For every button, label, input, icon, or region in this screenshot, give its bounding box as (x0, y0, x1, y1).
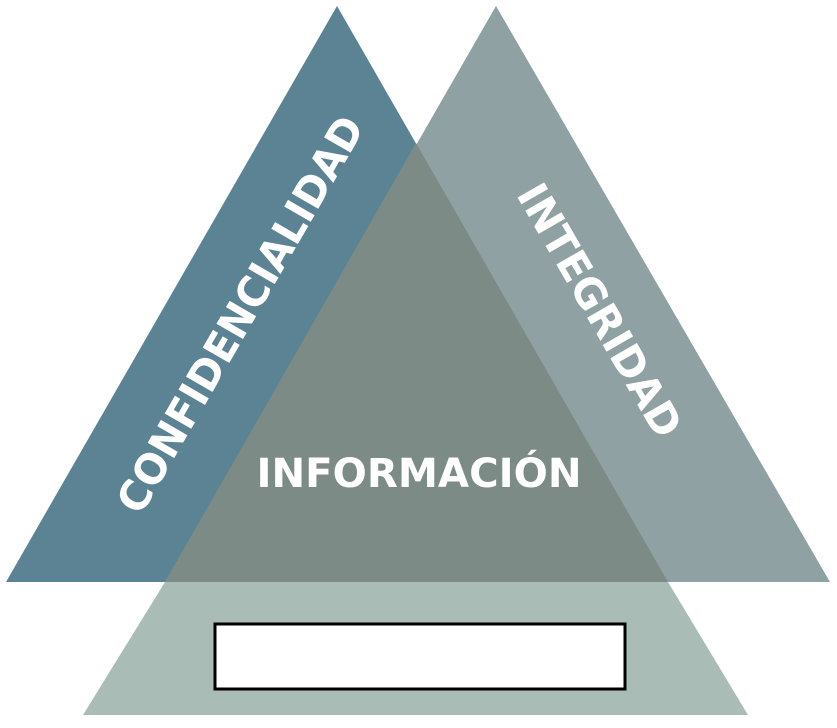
overlap-region (165, 143, 668, 582)
informacion-label: INFORMACIÓN (257, 449, 582, 497)
empty-label-box (213, 622, 627, 691)
